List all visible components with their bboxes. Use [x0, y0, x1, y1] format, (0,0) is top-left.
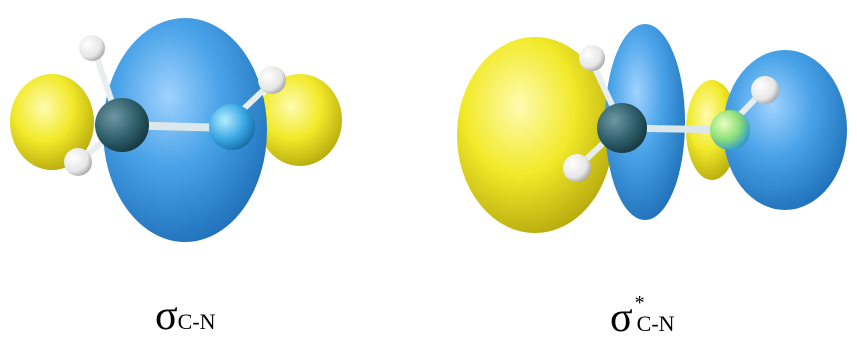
orbital-superscript: * [634, 292, 645, 314]
orbital-symbol: σ [155, 293, 178, 339]
hydrogen-atom [751, 76, 779, 104]
yellow-lobe-left [457, 37, 613, 233]
hydrogen-atom [64, 148, 92, 176]
orbital-subscript: C-N [177, 309, 216, 334]
hydrogen-atom [563, 154, 591, 182]
hydrogen-atom [79, 35, 105, 61]
hydrogen-atom [579, 45, 605, 71]
sigma-star-cn-orbital-render [457, 24, 847, 233]
sigma-star-cn-label: σ*C-N [610, 292, 683, 342]
sigma-star-cn-orbital-panel: σ*C-N [440, 0, 857, 341]
yellow-lobe-left [10, 74, 94, 170]
nitrogen-atom [710, 110, 750, 150]
yellow-lobe-right [258, 74, 342, 166]
carbon-atom [95, 98, 149, 152]
sigma-cn-orbital-render [10, 18, 342, 242]
carbon-atom [597, 103, 647, 153]
sigma-cn-orbital-panel: σC-N [0, 0, 380, 340]
hydrogen-atom [258, 66, 286, 94]
nitrogen-atom [209, 104, 255, 150]
orbital-subscript: C-N [636, 311, 675, 336]
sigma-cn-label: σC-N [155, 292, 216, 340]
orbital-symbol: σ [610, 295, 633, 341]
